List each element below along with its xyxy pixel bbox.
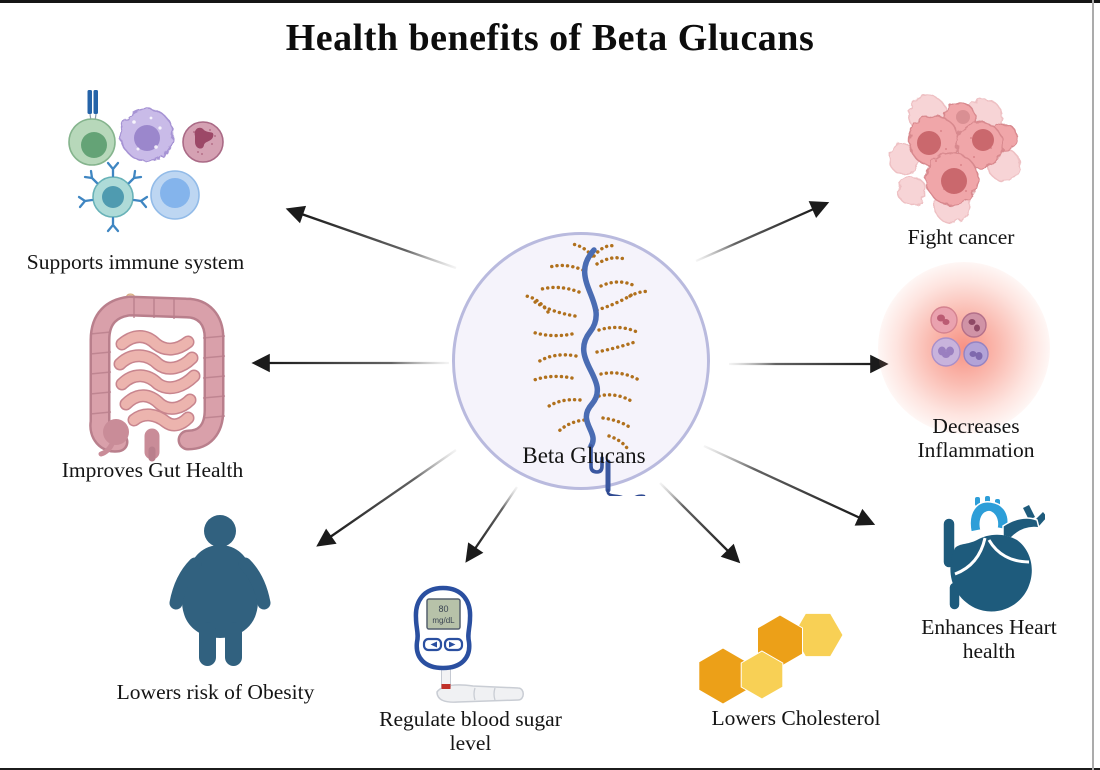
bottom-border [0, 768, 1100, 770]
meter-screen [426, 598, 461, 630]
page-title: Health benefits of Beta Glucans [285, 17, 815, 59]
center-circle [452, 232, 710, 490]
inflammation-glow [878, 262, 1050, 434]
inflammation-label: Decreases Inflammation [917, 414, 1035, 462]
immune-label: Supports immune system [26, 250, 245, 274]
finger [436, 684, 524, 703]
inflamed-cells-icon [930, 306, 989, 367]
arrow-to-obesity [316, 449, 457, 547]
cancer-cells-icon [888, 95, 1021, 224]
arrow-to-blood-sugar [465, 486, 518, 563]
immune-cells-icon [68, 90, 224, 233]
meter-reading-value: 80 [438, 604, 448, 614]
glucose-meter-icon: 80 mg/dL [413, 585, 524, 703]
gut-label: Improves Gut Health [61, 458, 244, 482]
arrow-to-immune [285, 205, 457, 270]
heart-label: Enhances Heart health [921, 615, 1057, 663]
obese-person-icon [169, 515, 271, 666]
obesity-label: Lowers risk of Obesity [116, 680, 315, 704]
meter-reading-unit: mg/dL [432, 616, 455, 625]
cholesterol-hexagons-icon [698, 612, 844, 705]
right-border [1092, 0, 1094, 770]
blood-sugar-label: Regulate blood sugar level [379, 707, 562, 755]
intestine-icon [89, 293, 226, 462]
cancer-label: Fight cancer [907, 225, 1015, 249]
top-border [0, 0, 1100, 3]
cholesterol-label: Lowers Cholesterol [711, 706, 881, 730]
center-label: Beta Glucans [522, 443, 646, 468]
heart-icon [942, 496, 1045, 612]
antibody-receptors [77, 161, 149, 233]
beta-glucan-molecule-icon [524, 242, 652, 496]
arrow-to-heart [703, 444, 876, 526]
